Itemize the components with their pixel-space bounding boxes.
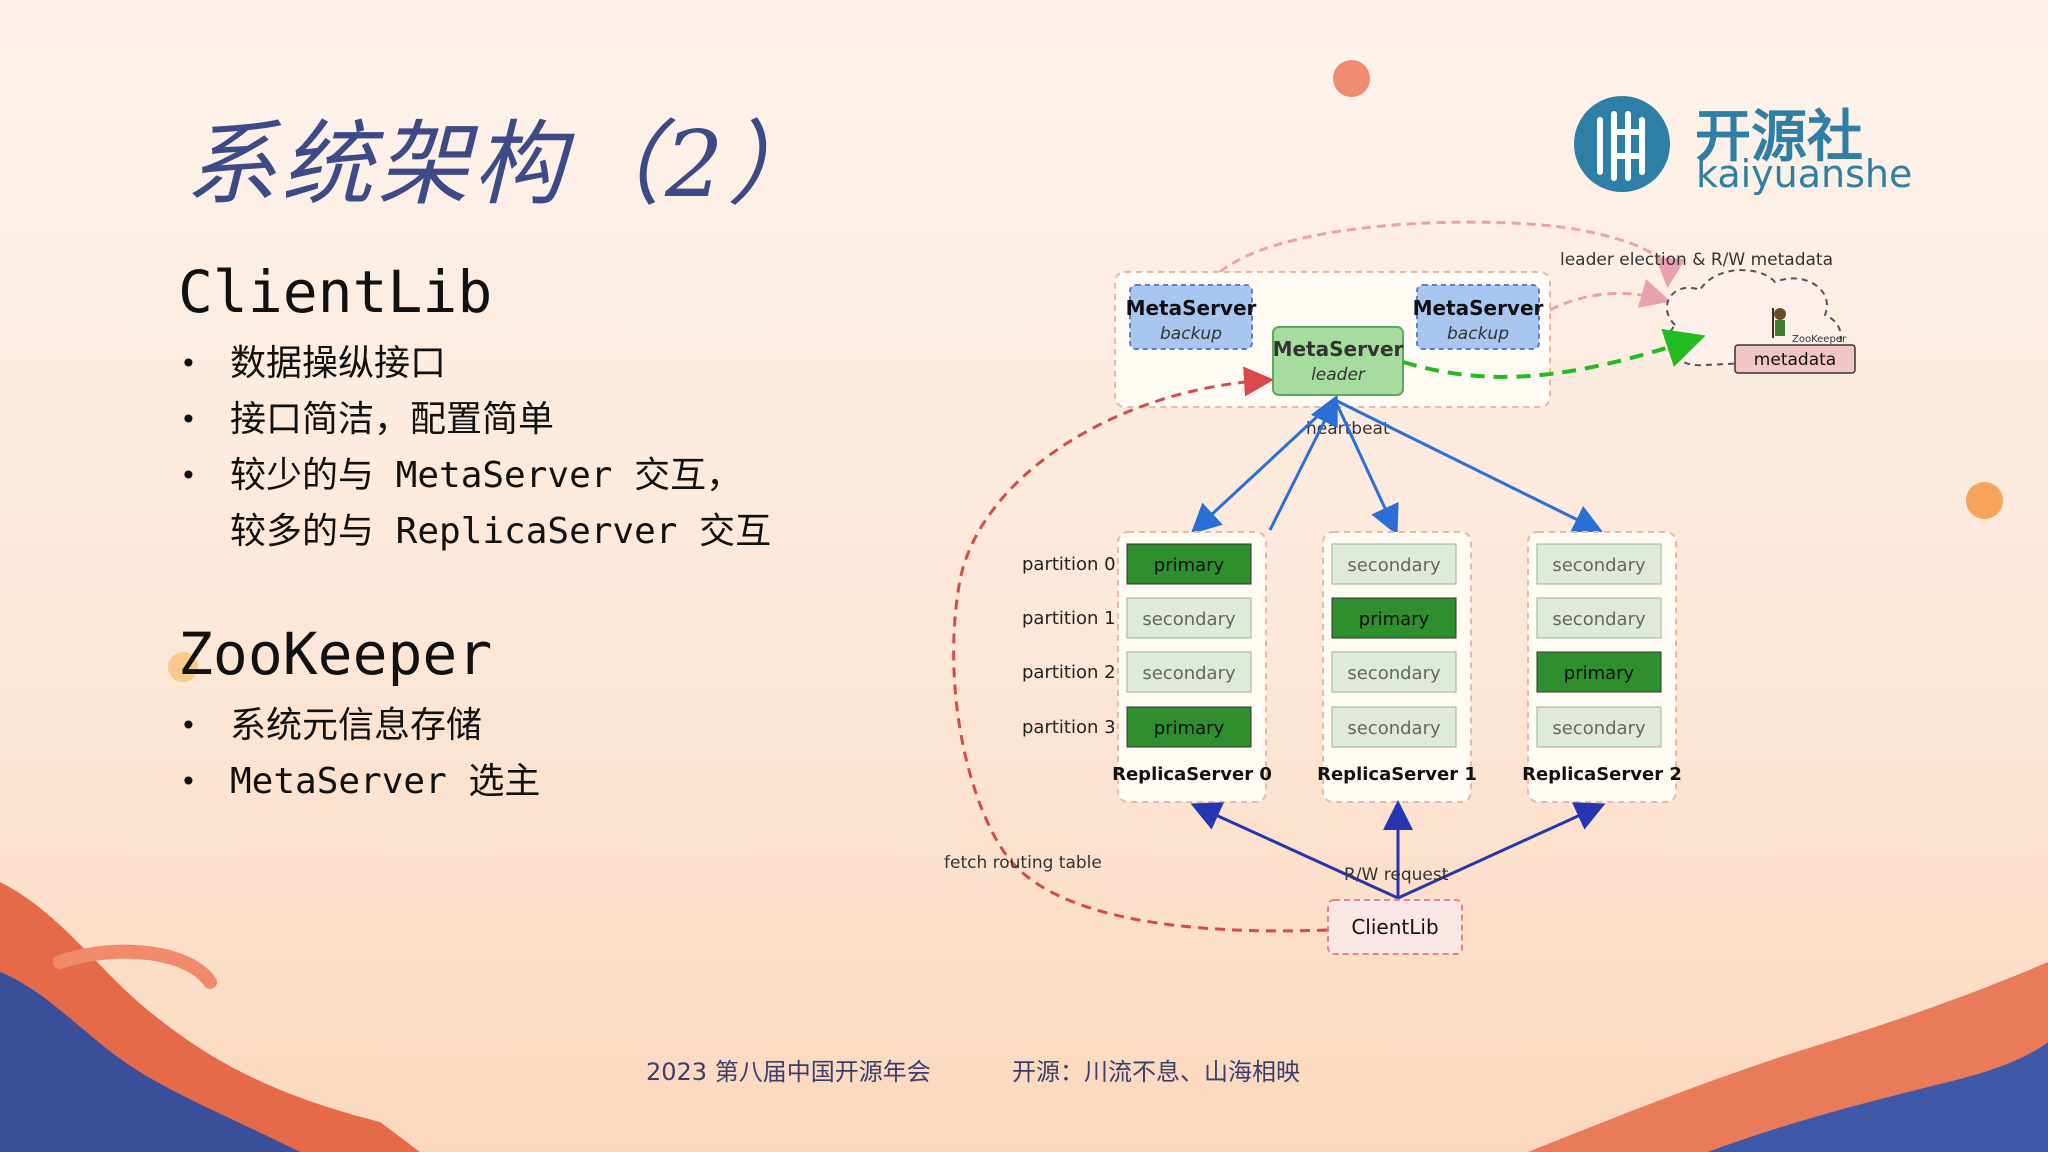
partition-cell [1536, 543, 1662, 585]
cell-label: primary [1564, 663, 1635, 684]
footer-left: 2023 第八届中国开源年会 [646, 1058, 931, 1086]
cell-label: secondary [1552, 555, 1646, 576]
partition-cell [1331, 543, 1457, 585]
rw-arrow-rs2 [1397, 802, 1606, 900]
metaserver-leader-name: MetaServer [1273, 337, 1404, 361]
leader-election-arc [1219, 220, 1686, 288]
zookeeper-logo-text: ZooKeeper [1792, 334, 1847, 345]
list-item: 数据操纵接口 [180, 336, 771, 392]
partition-cell [1536, 706, 1662, 748]
partition-cell [1331, 706, 1457, 748]
list-item: MetaServer 选主 [180, 754, 540, 810]
list-item: 接口简洁，配置简单 [180, 392, 771, 448]
cell-label: secondary [1347, 718, 1441, 739]
partition-label-1: partition 1 [1022, 608, 1116, 629]
cell-label: secondary [1552, 609, 1646, 630]
replica-server-1: secondary primary secondary secondary Re… [1317, 531, 1477, 803]
leader-to-zookeeper-arrow [1402, 328, 1706, 379]
logo-text-cn: 开源社 [1695, 105, 1863, 170]
partition-cell [1126, 651, 1252, 693]
architecture-diagram: MetaServer backup MetaServer backup Meta… [944, 220, 1856, 955]
cell-label: secondary [1142, 609, 1236, 630]
cell-label: secondary [1347, 555, 1441, 576]
heartbeat-arrow-rs1 [1333, 399, 1399, 536]
metaserver-leader: MetaServer leader [1272, 326, 1404, 396]
partition-cell [1536, 597, 1662, 639]
heartbeat-arrow-rs0 [1190, 398, 1337, 535]
clientlib-box-label: ClientLib [1351, 915, 1438, 939]
replica-server-2: secondary secondary primary secondary Re… [1522, 531, 1682, 803]
decorative-dot-left [168, 652, 198, 682]
partition-cell [1331, 651, 1457, 693]
meta-to-zk-link [1549, 278, 1671, 312]
decorative-dot-right [1966, 482, 2003, 519]
cell-label: primary [1359, 609, 1430, 630]
replica-server-0: primary secondary secondary primary Repl… [1112, 531, 1272, 803]
partition-cell [1536, 651, 1662, 693]
list-item: 系统元信息存储 [180, 698, 540, 754]
zookeeper-cloud: ZooKeeper metadata [1665, 269, 1856, 374]
partition-label-2: partition 2 [1022, 662, 1116, 683]
heartbeat-arrow-up [1268, 394, 1338, 531]
decorative-mountain-right [1528, 962, 2048, 1152]
metaserver-backup-0-role: backup [1160, 324, 1222, 344]
rw-request-label: R/W request [1344, 865, 1449, 885]
fetch-routing-arrow [952, 366, 1328, 933]
replica-server-label: ReplicaServer 2 [1522, 764, 1682, 785]
footer-right: 开源：川流不息、山海相映 [1012, 1058, 1300, 1086]
slide-title: 系统架构（2） [185, 111, 824, 218]
clientlib-bullet-list: 数据操纵接口 接口简洁，配置简单 较少的与 MetaServer 交互， 较多的… [180, 336, 771, 560]
metaserver-backup-1: MetaServer backup [1413, 284, 1544, 350]
logo-emblem-icon [1574, 96, 1670, 192]
partition-cell [1126, 706, 1252, 748]
zookeeper-heading: ZooKeeper [178, 620, 493, 688]
partition-label-3: partition 3 [1022, 717, 1116, 738]
heartbeat-arrow-rs2 [1334, 398, 1604, 533]
metaserver-backup-0-name: MetaServer [1126, 296, 1257, 320]
fetch-routing-label: fetch routing table [944, 853, 1102, 873]
cell-label: primary [1154, 555, 1225, 576]
leader-election-label: leader election & R/W metadata [1560, 250, 1833, 270]
clientlib-box: ClientLib [1327, 899, 1463, 955]
partition-cell [1126, 597, 1252, 639]
replica-server-label: ReplicaServer 0 [1112, 764, 1272, 785]
kaiyuanshe-logo: 开源社 kaiyuanshe [1570, 92, 1912, 202]
metaserver-backup-0: MetaServer backup [1126, 284, 1257, 350]
decorative-dot-top [1333, 60, 1370, 97]
replica-server-label: ReplicaServer 1 [1317, 764, 1477, 785]
partition-cell [1126, 543, 1252, 585]
partition-cell [1331, 597, 1457, 639]
cell-label: secondary [1142, 663, 1236, 684]
metadata-box [1734, 344, 1856, 374]
cell-label: primary [1154, 718, 1225, 739]
metaserver-leader-role: leader [1311, 365, 1366, 385]
zookeeper-keeper-icon [1772, 308, 1786, 338]
logo-text-en: kaiyuanshe [1696, 152, 1913, 196]
metaserver-backup-1-role: backup [1447, 324, 1509, 344]
partition-label-0: partition 0 [1022, 554, 1116, 575]
clientlib-heading: ClientLib [178, 258, 493, 326]
cell-label: secondary [1347, 663, 1441, 684]
rw-arrow-rs0 [1190, 802, 1399, 900]
cell-label: secondary [1552, 718, 1646, 739]
zookeeper-bullet-list: 系统元信息存储 MetaServer 选主 [180, 698, 540, 810]
decorative-mountain-left [0, 882, 420, 1152]
metadata-label: metadata [1754, 350, 1836, 370]
list-item: 较少的与 MetaServer 交互， [180, 448, 771, 504]
metaserver-backup-1-name: MetaServer [1413, 296, 1544, 320]
list-item: 较多的与 ReplicaServer 交互 [230, 511, 772, 552]
